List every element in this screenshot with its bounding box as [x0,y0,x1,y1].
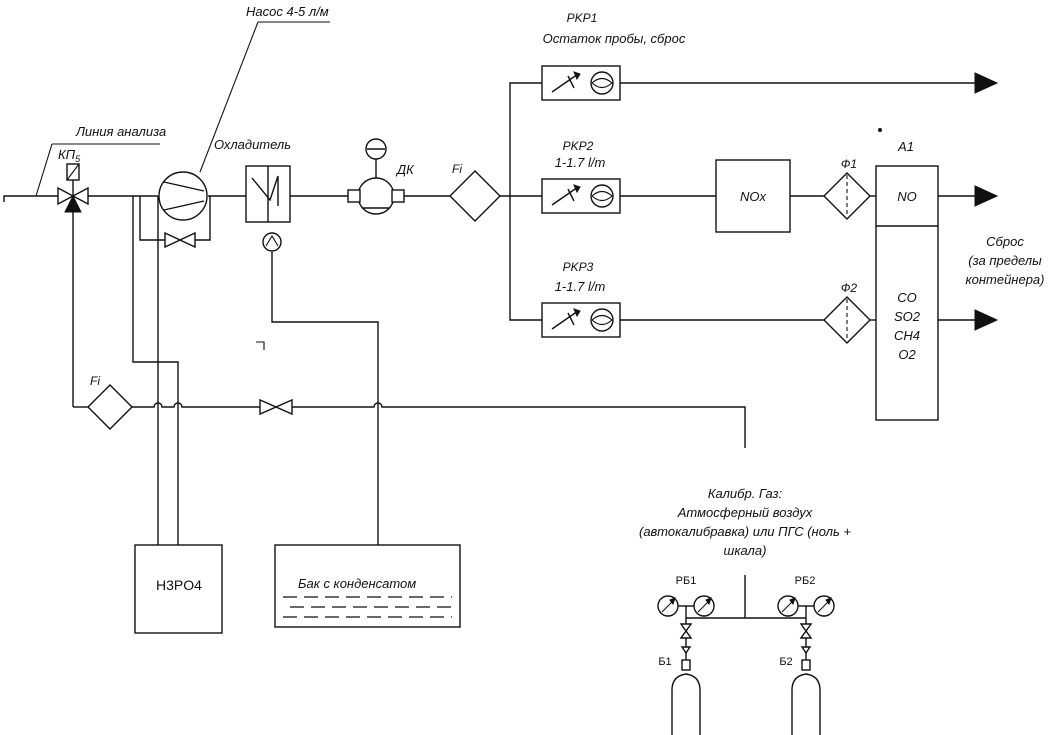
h3po4-label: H3PO4 [156,577,202,593]
pkp1-flow-regulator [541,65,621,101]
bottom-filter-fi [87,384,133,430]
cylinder-b1-assembly [657,595,715,735]
analysis-line-label: Линия анализа [75,124,166,139]
branch-pkp1-line [509,82,975,196]
analyzer-gas-list: CO SO2 CH4 O2 [894,290,921,362]
pkp3-flow-regulator [541,302,621,338]
gas-co: CO [897,290,917,305]
pkp3-flow-label: 1-1.7 l/m [555,279,606,294]
nox-converter [715,159,791,233]
discharge-arrows [974,72,999,331]
pump-bypass-line [139,196,211,241]
calib-line-4: шкала) [724,543,767,558]
dk-label: ДК [395,162,415,177]
bottom-filter-label: Fi [90,374,100,388]
gas-o2: O2 [898,347,916,362]
kp5-label: КП5 [58,147,81,164]
calibration-gas-label: Калибр. Газ: Атмосферный воздух (автокал… [639,486,851,558]
rb1-label: РБ1 [676,575,697,587]
no-label: NO [897,189,917,204]
corner-mark [256,341,265,350]
pkp2-flow-regulator [541,178,621,214]
pkp3-label: PKP3 [563,260,594,274]
analysis-line-leader [35,143,160,197]
gas-ch4: CH4 [894,328,920,343]
analyzer-a1 [875,128,939,421]
discharge-label: Сброс (за пределы контейнера) [966,234,1045,287]
pkp1-description: Остаток пробы, сброс [543,31,686,46]
vertical-drop-lines [72,196,379,545]
cylinder-b2-assembly [777,595,835,735]
pkp2-label: PKP2 [563,139,594,153]
condensate-tank [274,544,461,628]
calibration-gas-line [73,402,806,619]
pump-label: Насос 4-5 л/м [246,4,329,19]
calib-line-1: Калибр. Газ: [708,486,783,501]
pkp2-flow-label: 1-1.7 l/m [555,155,606,170]
branch-pkp3-line [509,196,975,321]
f2-label: Ф2 [841,281,858,295]
discharge-line-3: контейнера) [966,272,1045,287]
main-sample-line [3,195,975,202]
b1-label: Б1 [658,656,671,668]
nox-label: NOx [740,189,767,204]
cooler-label: Охладитель [214,137,291,152]
a1-label: A1 [897,139,914,154]
h3po4-tank [134,544,223,634]
bypass-valve [164,231,196,249]
calib-line-3: (автокалибравка) или ПГС (ноль + [639,524,851,539]
condensate-tank-label: Бак с конденсатом [298,576,416,591]
discharge-line-2: (за пределы [968,253,1042,268]
gas-so2: SO2 [894,309,921,324]
kp5-three-way-valve [57,163,89,213]
f1-label: Ф1 [841,157,857,171]
calib-line-2: Атмосферный воздух [677,505,813,520]
filter-f2 [823,296,871,344]
main-filter-fi [449,170,501,222]
filter-f1 [823,172,871,220]
pump [158,21,330,221]
pkp1-label: PKP1 [567,11,598,25]
b2-label: Б2 [779,656,792,668]
rb2-label: РБ2 [795,575,816,587]
discharge-line-1: Сброс [986,234,1024,249]
main-filter-label: Fi [452,162,462,176]
dk-pressure-sensor [347,138,405,215]
cooler [245,165,291,252]
calibration-valve [259,398,293,416]
